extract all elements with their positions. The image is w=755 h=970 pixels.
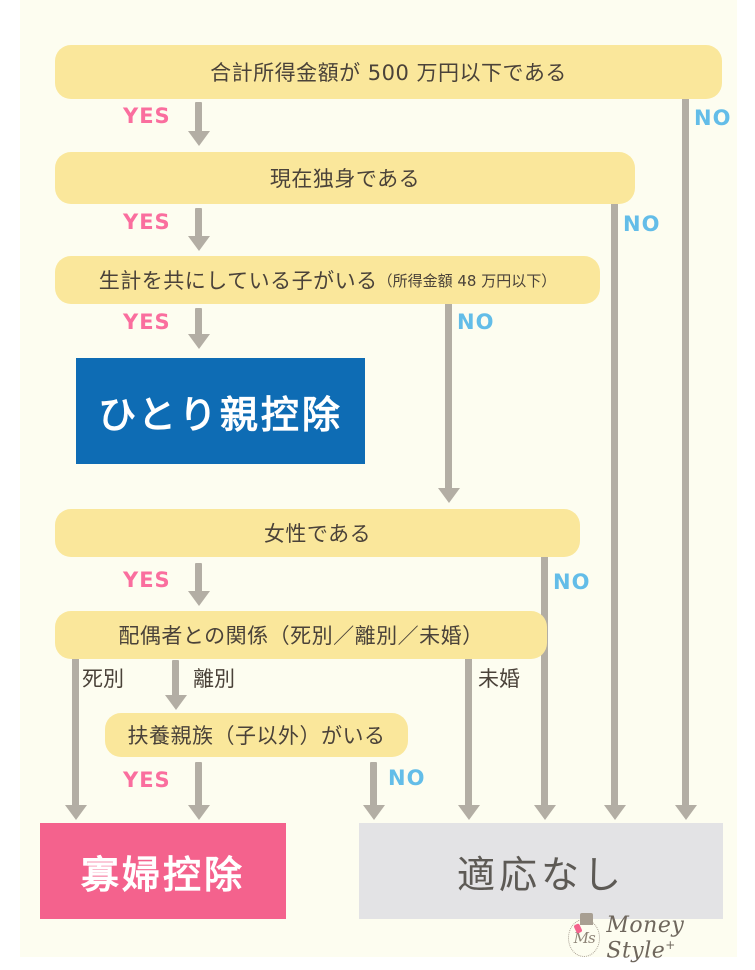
result-hitorioya-text: ひとり親控除 <box>98 392 343 437</box>
edge-label-q3-no: NO <box>457 310 495 334</box>
q1-text: 合計所得金額が 500 万円以下である <box>210 61 567 85</box>
arrowhead-q5-mikon <box>458 805 480 820</box>
question-box-q2[interactable]: 現在独身である <box>55 152 635 204</box>
arrowhead-q2-no <box>604 805 626 820</box>
arrowhead-q6-no <box>363 805 385 820</box>
question-box-q6[interactable]: 扶養親族（子以外）がいる <box>105 713 408 757</box>
connector-q2-yes <box>195 208 202 240</box>
edge-label-q4-yes: YES <box>123 568 171 592</box>
arrowhead-q4-no <box>534 805 556 820</box>
edge-label-q5-shibetsu: 死別 <box>82 667 124 691</box>
question-box-q3[interactable]: 生計を共にしている子がいる （所得金額 48 万円以下） <box>55 256 600 304</box>
connector-q3-yes <box>195 308 202 338</box>
edge-label-q4-no: NO <box>553 570 591 594</box>
arrowhead-q3-yes <box>188 334 210 349</box>
edge-label-q2-no: NO <box>623 212 661 236</box>
arrowhead-q5-shibetsu <box>65 805 87 820</box>
connector-q5-mikon <box>465 655 472 812</box>
money-style-logo: Ms Money Style+ <box>568 913 737 963</box>
question-box-q1[interactable]: 合計所得金額が 500 万円以下である <box>55 45 722 99</box>
ms-emblem-icon: Ms <box>568 913 601 958</box>
edge-label-q3-yes: YES <box>123 310 171 334</box>
result-box-kafu-kojo[interactable]: 寡婦控除 <box>40 823 286 919</box>
connector-q4-no <box>541 553 548 812</box>
tophat-icon <box>580 913 593 926</box>
connector-q5-ribetsu <box>172 660 179 699</box>
result-box-no-application[interactable]: 適応なし <box>359 823 723 919</box>
result-none-text: 適応なし <box>456 852 625 897</box>
result-box-hitorioya-kojo[interactable]: ひとり親控除 <box>76 358 365 464</box>
ms-monogram-text: Ms <box>573 929 596 948</box>
q4-text: 女性である <box>263 522 372 546</box>
connector-q6-no <box>370 762 377 812</box>
connector-q1-no <box>682 90 689 812</box>
connector-q5-shibetsu <box>72 655 79 812</box>
connector-q1-yes <box>195 102 202 135</box>
logo-wordmark-sup: + <box>665 938 676 952</box>
question-box-q5[interactable]: 配偶者との関係（死別／離別／未婚） <box>55 611 547 659</box>
edge-label-q2-yes: YES <box>123 210 171 234</box>
arrowhead-q1-yes <box>188 131 210 146</box>
arrowhead-q4-yes <box>188 591 210 606</box>
edge-label-q5-ribetsu: 離別 <box>193 667 235 691</box>
arrowhead-q2-yes <box>188 236 210 251</box>
connector-q4-yes <box>195 563 202 595</box>
question-box-q4[interactable]: 女性である <box>55 509 580 557</box>
edge-label-q6-yes: YES <box>123 768 171 792</box>
logo-wordmark-text: Money Style <box>606 913 685 964</box>
connector-q2-no <box>611 198 618 812</box>
arrowhead-q1-no <box>675 805 697 820</box>
edge-label-q5-mikon: 未婚 <box>478 667 520 691</box>
q3-text: 生計を共にしている子がいる <box>98 269 378 293</box>
arrowhead-q5-ribetsu <box>165 695 187 710</box>
q6-text: 扶養親族（子以外）がいる <box>127 724 386 748</box>
logo-wordmark: Money Style+ <box>606 913 737 963</box>
q5-text: 配偶者との関係（死別／離別／未婚） <box>118 624 484 648</box>
connector-q6-yes <box>195 762 202 812</box>
result-kafu-text: 寡婦控除 <box>80 852 245 897</box>
q2-text: 現在独身である <box>269 167 421 191</box>
arrowhead-q3-no <box>438 488 460 503</box>
connector-q3-no <box>445 300 452 494</box>
q3-subtext: （所得金額 48 万円以下） <box>377 271 557 290</box>
edge-label-q1-yes: YES <box>123 104 171 128</box>
edge-label-q6-no: NO <box>388 766 426 790</box>
arrowhead-q6-yes <box>188 805 210 820</box>
flowchart-canvas: 合計所得金額が 500 万円以下である YES NO 現在独身である YES N… <box>20 0 737 963</box>
edge-label-q1-no: NO <box>694 106 732 130</box>
